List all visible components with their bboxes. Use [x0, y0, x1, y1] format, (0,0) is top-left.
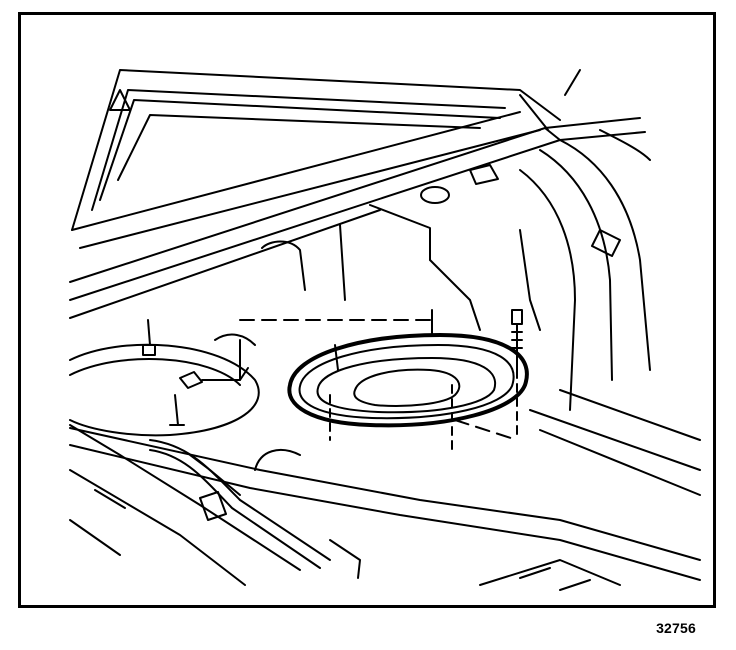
fuel-lines: [149, 439, 361, 579]
cross-member: [69, 94, 646, 319]
figure-number: 32756: [656, 620, 696, 636]
trunk-floor-panel: [69, 389, 701, 581]
rear-window-frame: [71, 69, 561, 249]
spare-tire-well: [69, 319, 260, 437]
bulkhead-brackets: [261, 204, 541, 331]
fuel-line-connector: [179, 333, 256, 389]
lower-sill: [69, 424, 621, 591]
quarter-panel: [420, 69, 651, 411]
fuel-pump-access-cover: [287, 333, 529, 428]
retaining-bolts: [239, 309, 523, 456]
